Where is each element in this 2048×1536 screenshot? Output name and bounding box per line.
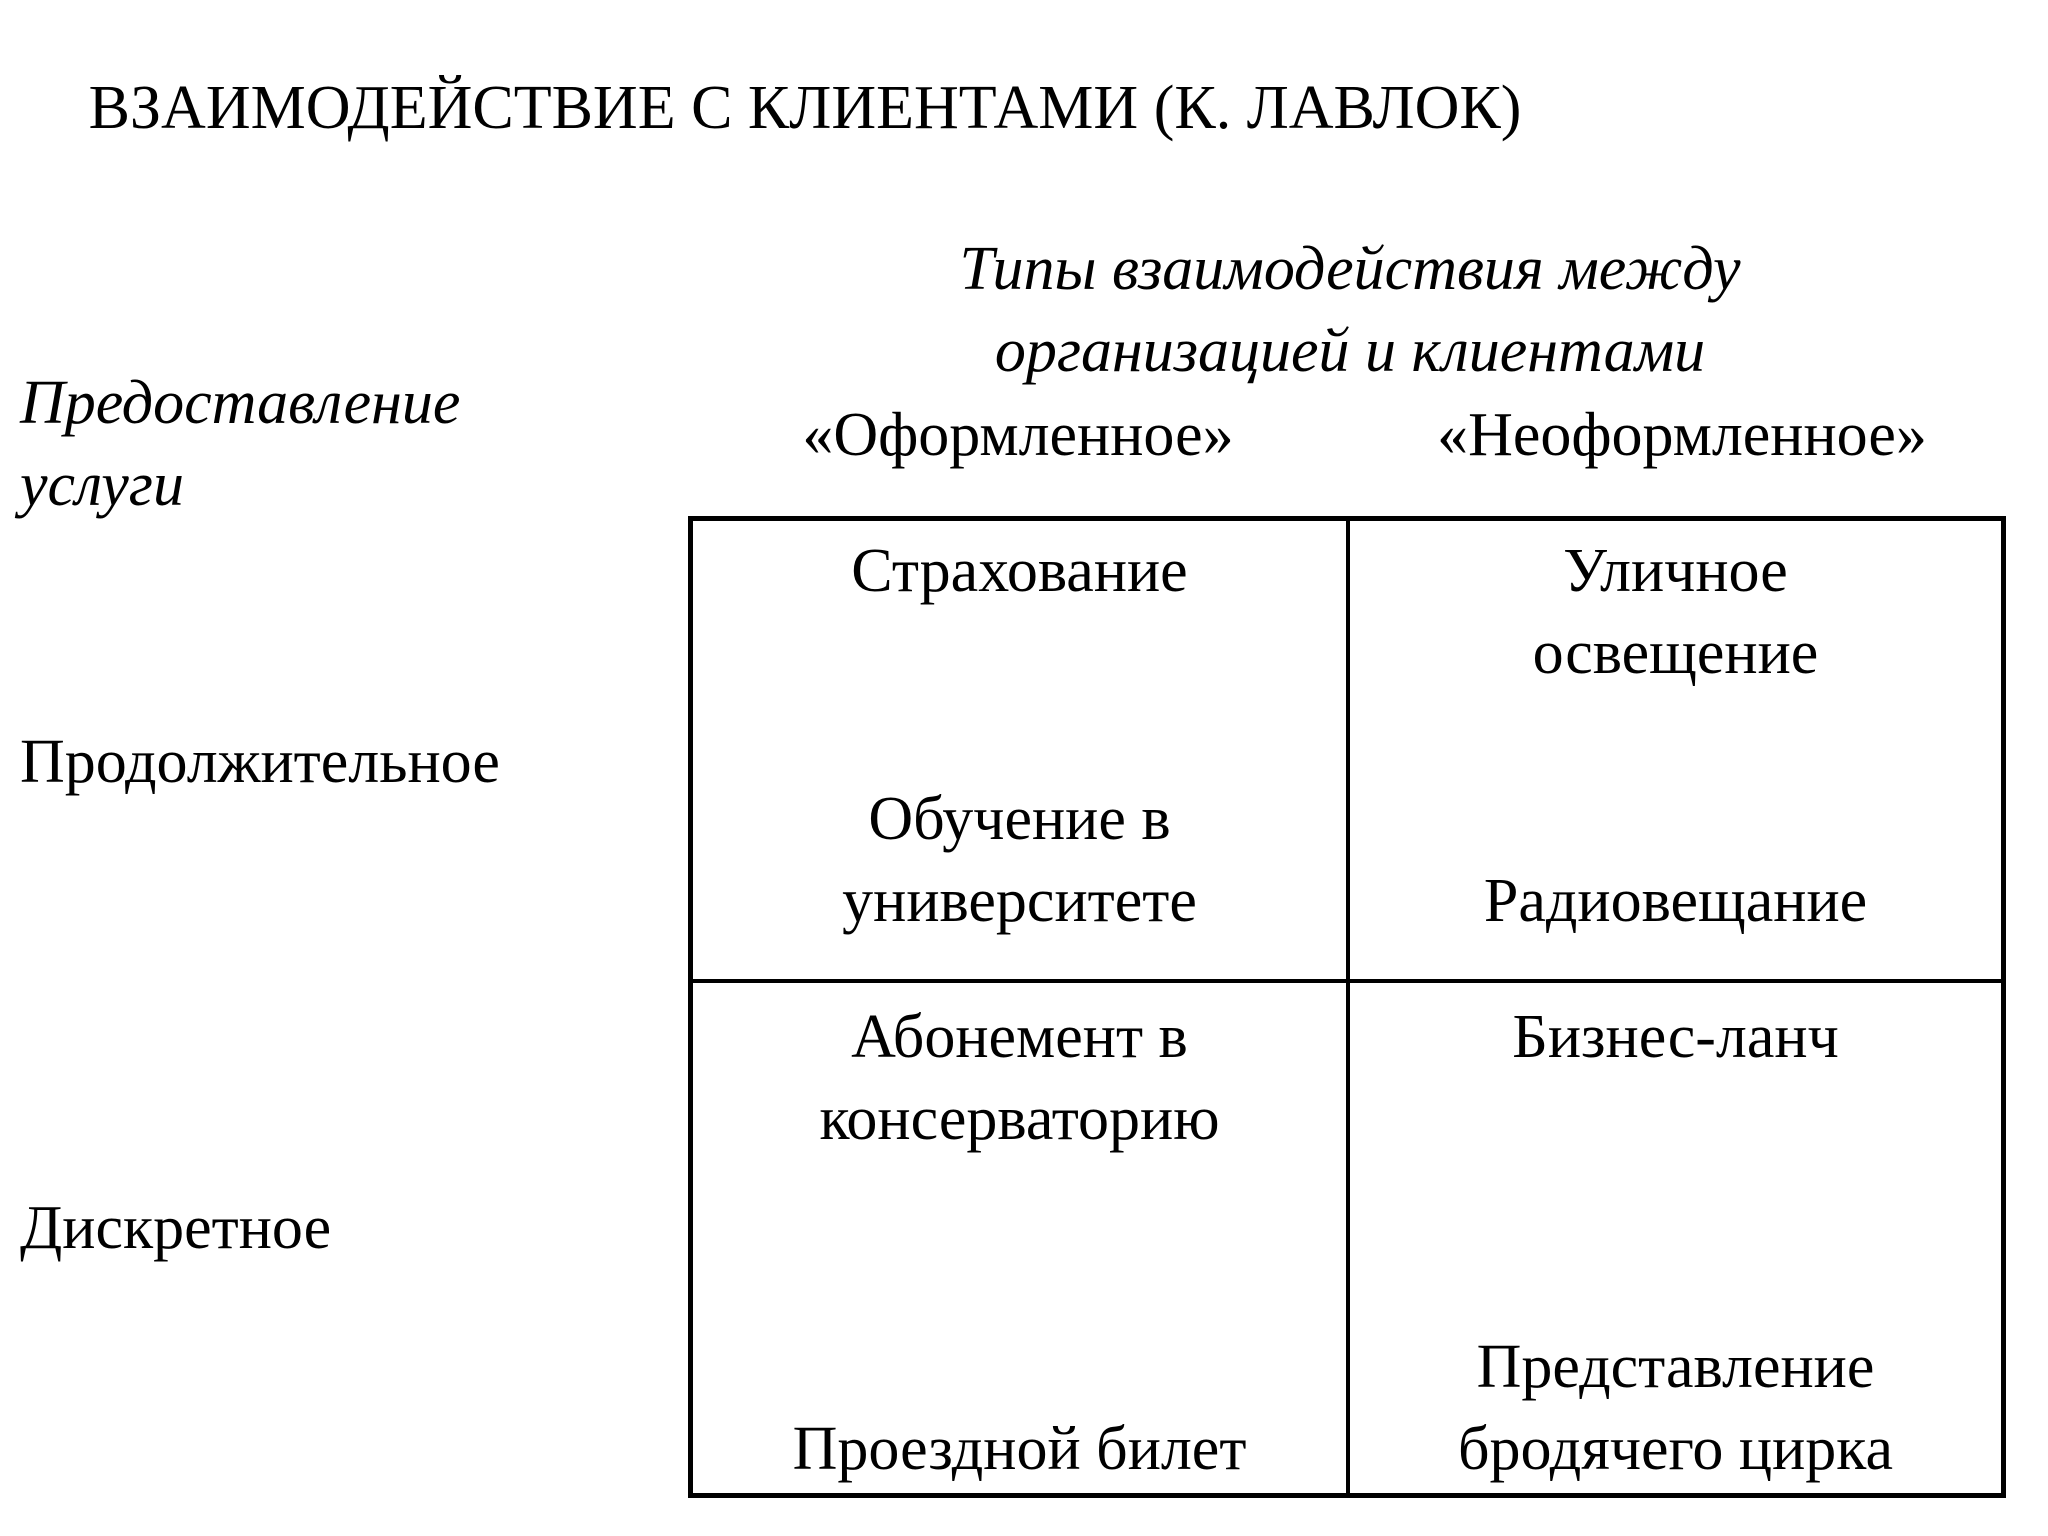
service-delivery-heading-line2: услуги: [20, 451, 184, 519]
page-title: ВЗАИМОДЕЙСТВИЕ С КЛИЕНТАМИ (К. ЛАВЛОК): [88, 74, 1522, 142]
cell-discrete-formal-bottom: Проездной билет: [693, 1408, 1346, 1490]
cell-text: Страхование: [851, 537, 1188, 605]
interaction-types-heading-line1: Типы взаимодействия между: [959, 235, 1741, 303]
cell-continuous-formal-bottom: Обучение в университете: [693, 778, 1346, 942]
matrix-horizontal-divider: [688, 979, 2006, 983]
cell-continuous-informal-top: Уличное освещение: [1350, 530, 2001, 694]
cell-text: Проездной билет: [792, 1415, 1247, 1483]
service-delivery-heading-line1: Предоставление: [20, 369, 461, 437]
column-header-informal: «Неоформленное»: [1437, 401, 1927, 469]
cell-discrete-informal-bottom: Представление бродячего цирка: [1350, 1326, 2001, 1490]
cell-text: Бизнес-ланч: [1512, 1003, 1839, 1071]
row-label-continuous: Продолжительное: [20, 728, 500, 796]
service-delivery-heading: Предоставление услуги: [20, 362, 460, 526]
cell-continuous-formal-top: Страхование: [693, 530, 1346, 612]
cell-text-line2: бродячего цирка: [1458, 1415, 1893, 1483]
cell-text-line1: Обучение в: [868, 785, 1171, 853]
cell-text-line2: освещение: [1532, 619, 1819, 687]
interaction-types-heading: Типы взаимодействия между организацией и…: [850, 228, 1850, 392]
interaction-types-heading-line2: организацией и клиентами: [994, 317, 1706, 385]
cell-discrete-informal-top: Бизнес-ланч: [1350, 996, 2001, 1078]
cell-text-line2: консерваторию: [819, 1085, 1220, 1153]
cell-text-line1: Уличное: [1563, 537, 1788, 605]
matrix-vertical-divider: [1346, 516, 1350, 1498]
cell-text: Радиовещание: [1483, 867, 1868, 935]
cell-text-line1: Представление: [1476, 1333, 1875, 1401]
cell-text-line1: Абонемент в: [851, 1003, 1188, 1071]
cell-discrete-formal-top: Абонемент в консерваторию: [693, 996, 1346, 1160]
cell-continuous-informal-bottom: Радиовещание: [1350, 860, 2001, 942]
cell-text-line2: университете: [842, 867, 1197, 935]
row-label-discrete: Дискретное: [20, 1194, 332, 1262]
column-header-formal: «Оформленное»: [802, 401, 1234, 469]
